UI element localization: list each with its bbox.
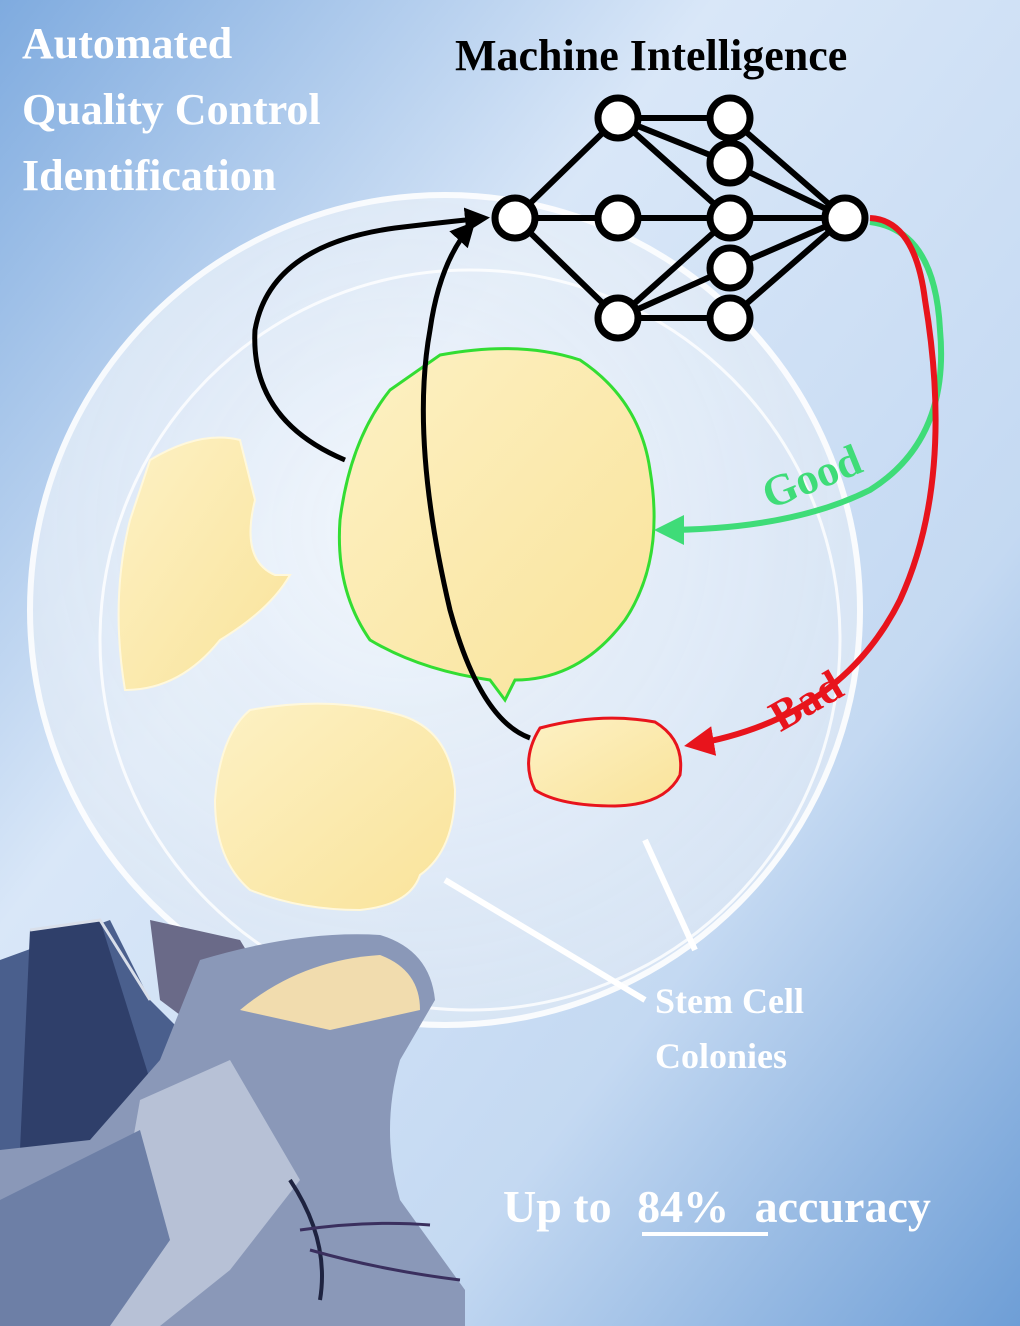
bad-arrow xyxy=(684,215,939,756)
network-nodes xyxy=(491,94,869,342)
pointer-line-1 xyxy=(443,877,647,1003)
title-line-2: Quality Control xyxy=(22,85,321,134)
title-line-3: Identification xyxy=(22,151,276,200)
node-hidden1-a xyxy=(594,94,642,142)
node-hidden2-c xyxy=(706,194,754,242)
node-hidden2-d xyxy=(706,244,754,292)
colony-bad xyxy=(527,716,683,808)
colony-left xyxy=(117,436,292,692)
pointer-line-2 xyxy=(642,838,698,952)
node-hidden2-b xyxy=(706,139,754,187)
gloved-hand-icon xyxy=(0,918,465,1326)
node-output xyxy=(821,194,869,242)
accuracy-prefix: Up to xyxy=(503,1181,612,1232)
network-title: Machine Intelligence xyxy=(455,31,847,80)
title-line-1: Automated xyxy=(22,19,232,68)
node-hidden1-c xyxy=(594,294,642,342)
colonies-label-line2: Colonies xyxy=(655,1036,787,1076)
loop-arrow-good xyxy=(252,207,490,463)
node-hidden1-b xyxy=(594,194,642,242)
node-input xyxy=(491,194,539,242)
good-arrow xyxy=(654,219,945,545)
loop-arrow-bad xyxy=(420,221,531,741)
accuracy-value: 84% xyxy=(637,1181,729,1232)
accuracy-statement: Up to 84% accuracy xyxy=(503,1181,931,1232)
colony-bottom xyxy=(213,702,457,912)
node-hidden2-e xyxy=(706,294,754,342)
colonies-label-line1: Stem Cell xyxy=(655,981,804,1021)
accuracy-suffix: accuracy xyxy=(755,1181,931,1232)
colony-good xyxy=(337,347,656,703)
node-hidden2-a xyxy=(706,94,754,142)
